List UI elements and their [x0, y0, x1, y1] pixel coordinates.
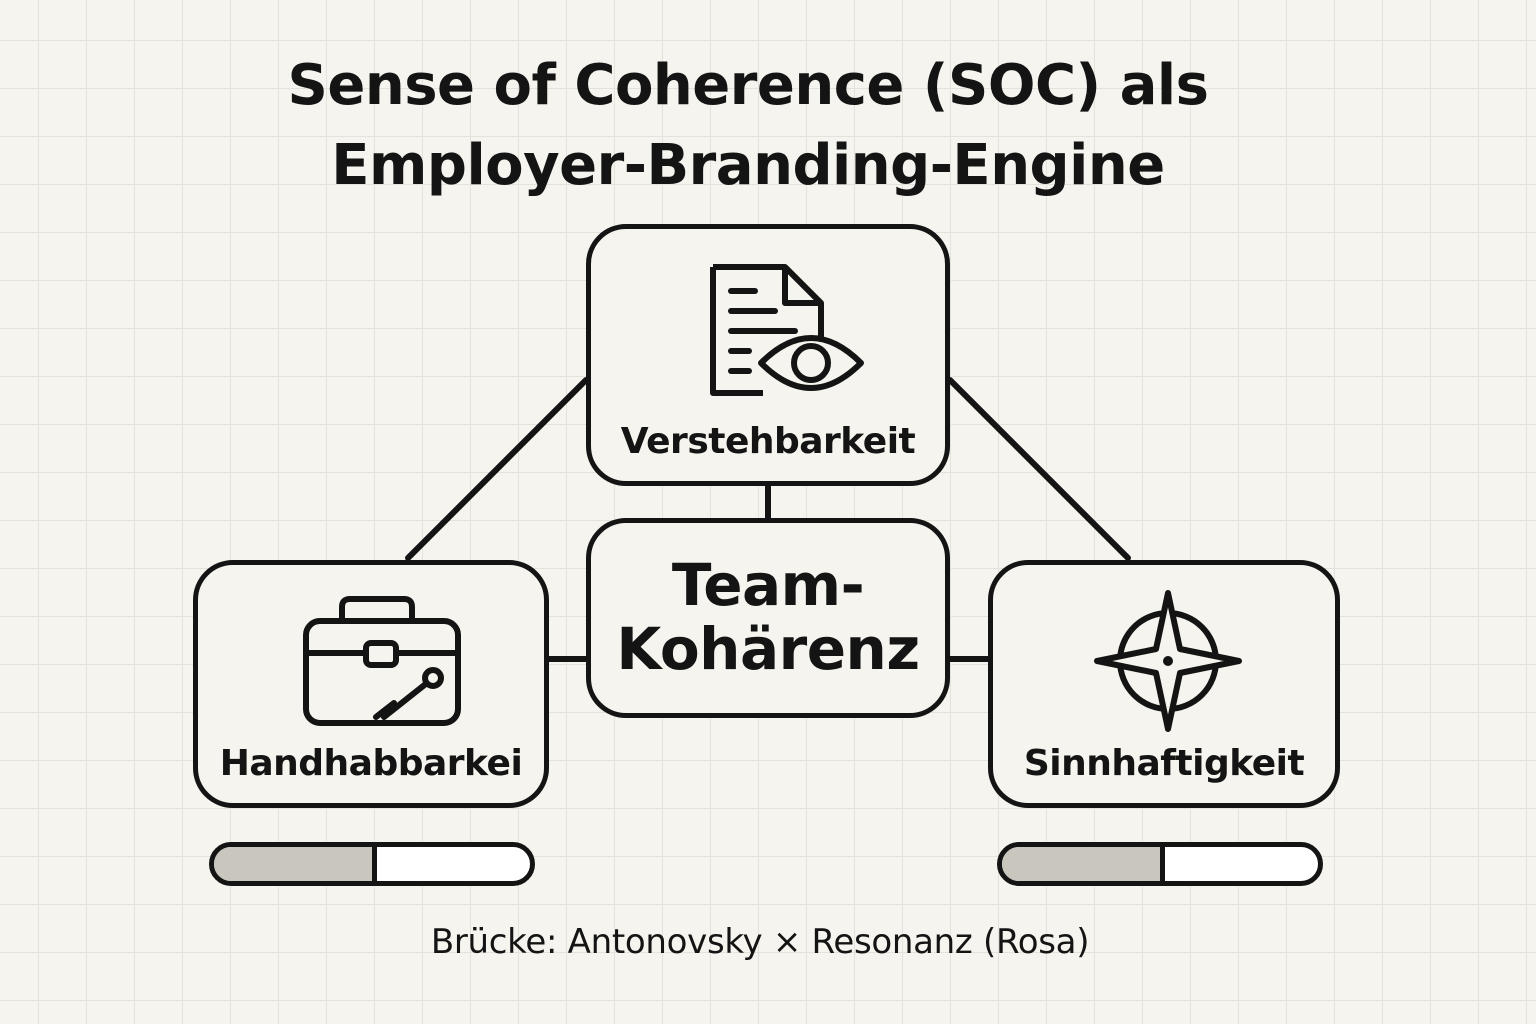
node-sinnhaftigkeit: Sinnhaftigkeit	[988, 560, 1340, 808]
connector-top-left	[405, 377, 589, 561]
title-line-1: Sense of Coherence (SOC) als	[287, 53, 1209, 118]
node-label-sinnhaftigkeit: Sinnhaftigkeit	[1023, 743, 1305, 784]
progress-bar-left	[209, 842, 535, 886]
diagram-title: Sense of Coherence (SOC) als Employer-Br…	[0, 46, 1496, 206]
connector-top-right	[947, 377, 1131, 561]
node-handhabbarkeit: Handhabbarkei	[193, 560, 549, 808]
node-label-handhabbarkeit: Handhabbarkei	[219, 743, 523, 784]
node-label-verstehbarkeit: Verstehbarkeit	[620, 421, 916, 462]
compass-star-icon	[1094, 590, 1242, 732]
center-label-line-2: Kohärenz	[616, 615, 920, 683]
title-line-2: Employer-Branding-Engine	[331, 133, 1165, 198]
footer-caption: Brücke: Antonovsky × Resonanz (Rosa)	[430, 922, 1090, 962]
briefcase-pen-icon	[303, 596, 461, 726]
node-verstehbarkeit: Verstehbarkeit	[586, 224, 950, 486]
progress-bar-right	[997, 842, 1323, 886]
center-label: Team- Kohärenz	[591, 553, 945, 681]
center-label-line-1: Team-	[671, 551, 865, 619]
node-team-kohaerenz: Team- Kohärenz	[586, 518, 950, 718]
progress-bar-left-fill	[214, 847, 377, 881]
document-eye-icon	[710, 264, 864, 396]
progress-bar-right-fill	[1002, 847, 1165, 881]
